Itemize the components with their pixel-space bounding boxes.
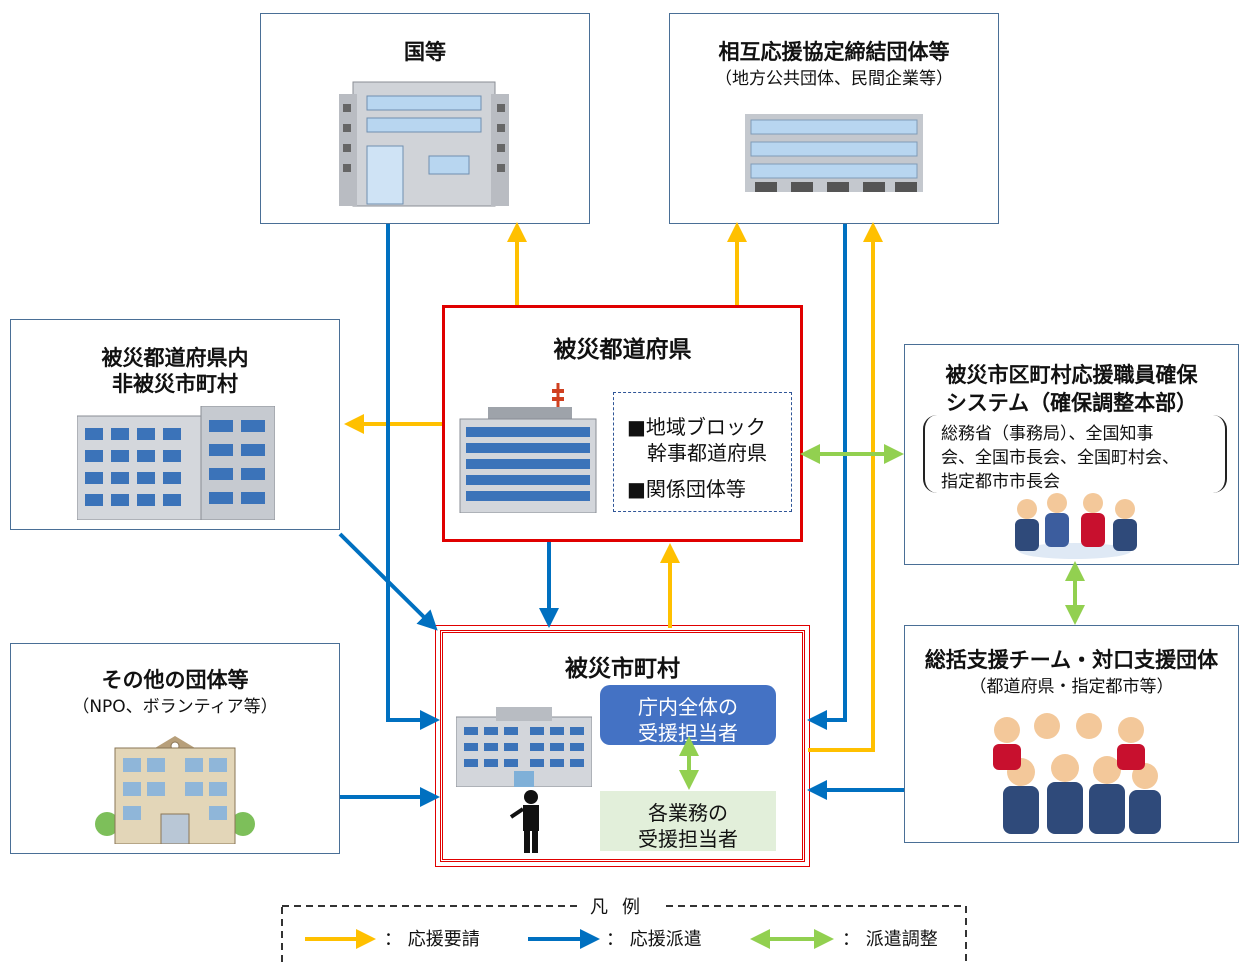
system-title-line1: 被災市区町村応援職員確保 bbox=[945, 363, 1198, 387]
system-note-line1: 総務省（事務局）、全国知事 bbox=[941, 424, 1154, 444]
inner2-line2: 受援担当者 bbox=[638, 827, 738, 851]
other-organizations-box: その他の団体等 （NPO、ボランティア等） bbox=[10, 643, 340, 854]
apartment-building-icon bbox=[77, 406, 275, 520]
system-box: 被災市区町村応援職員確保 システム（確保調整本部） 総務省（事務局）、全国知事 … bbox=[904, 344, 1239, 565]
legend-request-label: ： 応援要請 bbox=[384, 929, 480, 950]
nai-title-line1: 被災都道府県内 bbox=[101, 346, 249, 370]
pref-item1-line1: ■地域ブロック bbox=[627, 415, 766, 439]
kuni-title: 国等 bbox=[404, 40, 446, 64]
kuni-box: 国等 bbox=[260, 13, 590, 224]
sougo-title: 相互応援協定締結団体等 bbox=[718, 40, 950, 64]
team-people-icon bbox=[993, 713, 1161, 834]
city-hall-icon bbox=[456, 707, 592, 787]
support-team-box: 総括支援チーム・対口支援団体 （都道府県・指定都市等） bbox=[904, 625, 1239, 843]
system-title-line2: システム（確保調整本部） bbox=[945, 391, 1198, 415]
meeting-people-icon bbox=[1015, 493, 1137, 559]
task-coordinator-box bbox=[600, 791, 776, 851]
legend-coordinate-label: ： 派遣調整 bbox=[842, 929, 938, 950]
all-office-coordinator-box bbox=[600, 685, 776, 745]
nai-title-line2: 非被災市町村 bbox=[112, 372, 238, 396]
prefecture-office-icon bbox=[459, 383, 597, 513]
office-building-icon bbox=[745, 114, 923, 192]
dispatch-arrow-sougo-to-city bbox=[807, 224, 847, 730]
system-note-line2: 会、全国市長会、全国町村会、 bbox=[941, 448, 1179, 468]
affected-municipality-box: 被災市町村 庁内全体の 受援担当者 各業務の 受援担当者 bbox=[435, 625, 810, 867]
non-affected-municipalities-box: 被災都道府県内 非被災市町村 bbox=[10, 319, 340, 530]
city-title: 被災市町村 bbox=[565, 656, 680, 682]
school-building-icon bbox=[95, 736, 255, 844]
pref-item1-line2: 幹事都道府県 bbox=[647, 441, 767, 465]
inner2-line1: 各業務の bbox=[648, 801, 728, 825]
system-bracket bbox=[923, 415, 1227, 493]
other-subtitle: （NPO、ボランティア等） bbox=[72, 697, 278, 717]
inner1-line1: 庁内全体の bbox=[638, 695, 738, 719]
sougo-box: 相互応援協定締結団体等 （地方公共団体、民間企業等） bbox=[669, 13, 999, 224]
legend-title: 凡例 bbox=[582, 893, 662, 919]
team-title: 総括支援チーム・対口支援団体 bbox=[924, 648, 1219, 672]
dispatch-arrow-kuni-to-city bbox=[386, 224, 440, 730]
system-note-line3: 指定都市市長会 bbox=[941, 472, 1060, 492]
pref-title: 被災都道府県 bbox=[553, 337, 692, 363]
team-subtitle: （都道府県・指定都市等） bbox=[969, 677, 1174, 697]
dispatch-arrow-nai-to-city bbox=[338, 532, 438, 631]
person-icon bbox=[509, 790, 539, 853]
pref-item2: ■関係団体等 bbox=[627, 477, 746, 501]
affected-prefecture-box: 被災都道府県 ■地域ブロック 幹事都道府県 ■関係団体等 bbox=[442, 305, 803, 542]
legend-dispatch-label: ： 応援派遣 bbox=[606, 929, 702, 950]
request-arrow-city-to-sougo bbox=[808, 222, 883, 752]
pref-related-dashed-box bbox=[613, 392, 792, 512]
government-building-icon bbox=[339, 81, 509, 207]
other-title: その他の団体等 bbox=[101, 668, 249, 692]
sougo-subtitle: （地方公共団体、民間企業等） bbox=[715, 69, 953, 89]
